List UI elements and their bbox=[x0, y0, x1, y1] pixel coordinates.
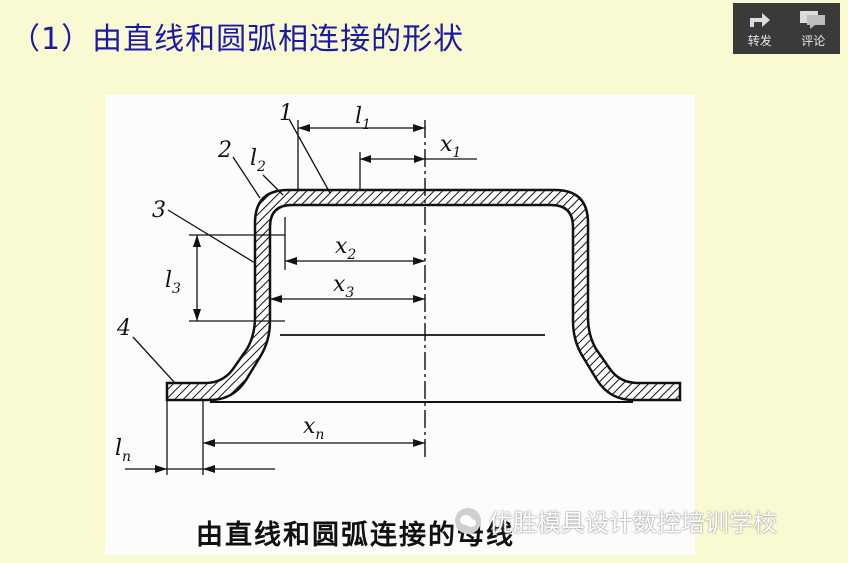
leader-part2 bbox=[232, 156, 261, 199]
dim-l1-arrow-right bbox=[413, 124, 425, 132]
comment-label: 评论 bbox=[801, 33, 826, 48]
technical-drawing: l1 x1 x2 x3 l3 xn bbox=[105, 95, 695, 555]
label-part1: 1 bbox=[279, 101, 293, 126]
label-x2: x2 bbox=[335, 234, 356, 263]
watermark-text: 优胜模具设计数控培训学校 bbox=[489, 509, 777, 537]
profile-drawing-svg: l1 x1 x2 x3 l3 xn bbox=[115, 101, 682, 475]
wechat-logo-icon bbox=[455, 507, 481, 534]
share-toolbar: 转发 评论 bbox=[733, 3, 840, 54]
dim-x1-arrow-left bbox=[360, 155, 371, 163]
label-l2: l2 bbox=[250, 146, 266, 175]
label-part4: 4 bbox=[116, 316, 131, 341]
comment-bubble-icon bbox=[800, 10, 826, 29]
label-l1: l1 bbox=[355, 104, 371, 133]
dim-x3-arrow-right bbox=[413, 295, 425, 303]
leader-part4 bbox=[132, 336, 176, 384]
label-l3: l3 bbox=[165, 268, 181, 297]
forward-button[interactable]: 转发 bbox=[733, 3, 787, 54]
forward-label: 转发 bbox=[747, 33, 772, 48]
leader-l2 bbox=[262, 174, 284, 196]
dim-l3-arrow-bottom bbox=[193, 309, 201, 321]
dim-x2-arrow-right bbox=[413, 257, 425, 265]
label-x1: x1 bbox=[440, 132, 461, 161]
dim-x3-arrow-left bbox=[270, 295, 282, 303]
dim-x1-arrow-right bbox=[414, 155, 425, 163]
watermark: 优胜模具设计数控培训学校 bbox=[455, 503, 777, 538]
sheet-profile-outer bbox=[165, 188, 682, 402]
dim-xn-arrow-left bbox=[203, 439, 215, 447]
label-ln: ln bbox=[115, 436, 131, 465]
label-xn: xn bbox=[303, 414, 324, 443]
leader-part1 bbox=[288, 118, 331, 194]
dim-l3-arrow-top bbox=[193, 235, 201, 247]
label-part3: 3 bbox=[152, 198, 166, 223]
page-title: （1）由直线和圆弧相连接的形状 bbox=[10, 22, 465, 57]
leader-part3 bbox=[167, 209, 256, 264]
label-part2: 2 bbox=[217, 138, 232, 163]
comment-button[interactable]: 评论 bbox=[787, 3, 841, 54]
label-x3: x3 bbox=[333, 272, 354, 301]
share-arrow-icon bbox=[749, 12, 770, 27]
dim-l1-arrow-left bbox=[298, 124, 310, 132]
dim-x2-arrow-left bbox=[285, 257, 297, 265]
dim-ln-arrow-left bbox=[155, 465, 167, 473]
dim-ln-arrow-right bbox=[203, 465, 215, 473]
dim-xn-arrow-right bbox=[413, 439, 425, 447]
